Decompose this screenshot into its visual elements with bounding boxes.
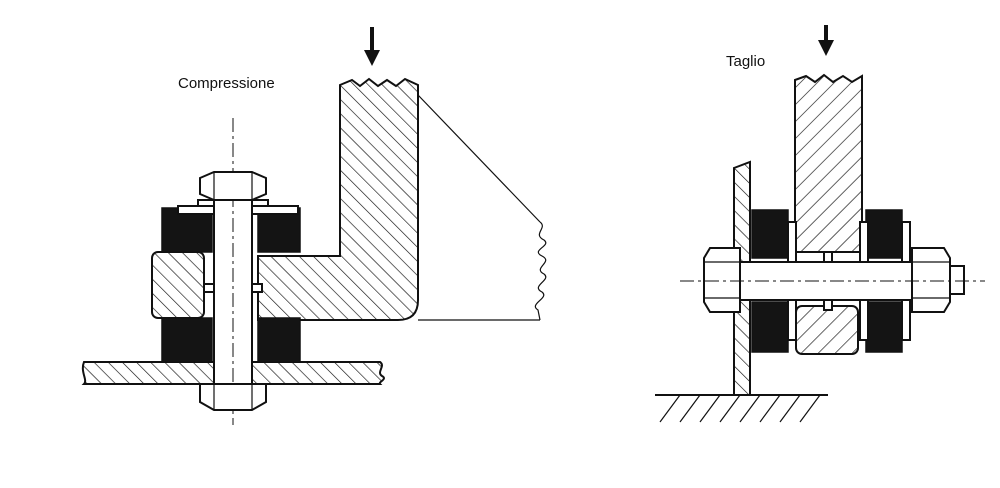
lower-bushing bbox=[795, 305, 859, 355]
shear-diagram: Taglio bbox=[655, 25, 985, 423]
spacer-left bbox=[203, 283, 215, 293]
bracket-section bbox=[257, 77, 419, 321]
ground-hatching bbox=[659, 394, 821, 423]
rubber-element-lower-right bbox=[257, 317, 301, 363]
bolt-head bbox=[703, 247, 741, 313]
down-arrow-icon bbox=[818, 25, 834, 56]
projection-line-top bbox=[417, 94, 541, 223]
spacer-bottom bbox=[823, 299, 833, 311]
bolt-shank bbox=[213, 185, 253, 397]
rubber-element-upper-left bbox=[751, 209, 789, 259]
shear-bar-section bbox=[794, 73, 863, 253]
compression-label: Compressione bbox=[178, 75, 275, 92]
bolt-head bbox=[199, 383, 267, 411]
down-arrow-icon bbox=[364, 27, 380, 66]
rubber-element-upper-right bbox=[865, 209, 903, 259]
rubber-element-lower-left bbox=[751, 301, 789, 353]
bolt-nut bbox=[911, 247, 951, 313]
rubber-element-lower-left bbox=[161, 317, 213, 363]
break-line bbox=[534, 221, 547, 321]
bolt-end bbox=[949, 265, 965, 295]
spacer-top bbox=[823, 251, 833, 263]
rubber-element-lower-right bbox=[865, 301, 903, 353]
left-bushing bbox=[151, 251, 205, 319]
shear-label: Taglio bbox=[726, 53, 765, 70]
spacer-right bbox=[251, 283, 263, 293]
bolt-nut bbox=[199, 171, 267, 201]
compression-diagram: Compressione bbox=[81, 27, 547, 425]
